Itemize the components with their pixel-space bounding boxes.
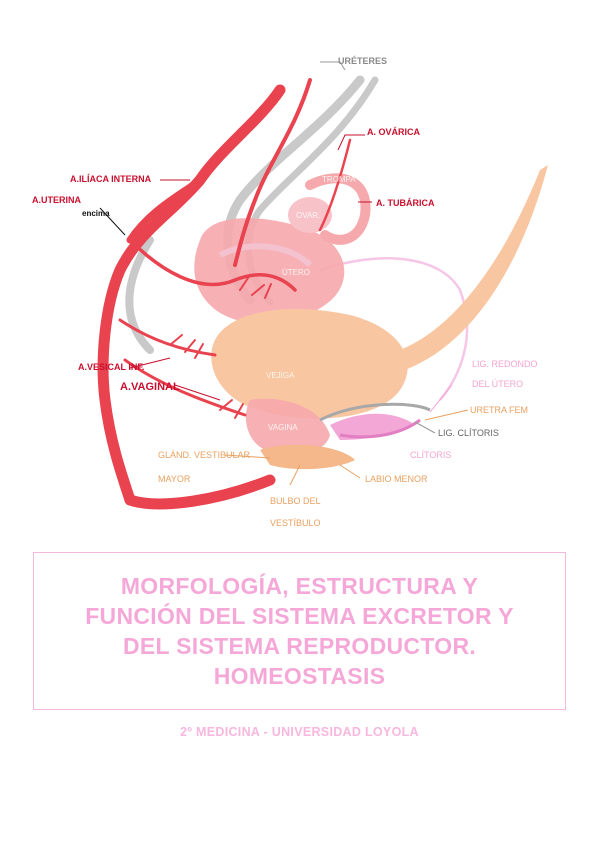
label-ovar: OVAR. (296, 211, 320, 220)
label-vejiga: VEJIGA (266, 371, 295, 380)
subtitle: 2º MEDICINA - UNIVERSIDAD LOYOLA (180, 725, 419, 739)
label-a-ovarica: A. OVÁRICA (367, 127, 421, 137)
label-encima: encima (82, 209, 110, 218)
clitoris-vestibule (319, 402, 431, 440)
arteries (97, 78, 352, 510)
title-line-1: MORFOLOGÍA, ESTRUCTURA Y (120, 573, 479, 599)
title-line-3: DEL SISTEMA REPRODUCTOR. (122, 633, 477, 659)
label-a-iliaca-interna: A.ILÍACA INTERNA (70, 174, 152, 184)
label-labio-menor: LABIO MENOR (365, 474, 428, 484)
anatomy-illustration: URÉTERES A. OVÁRICA A.ILÍACA INTERNA A.U… (32, 56, 548, 528)
label-vagina: VAGINA (268, 423, 298, 432)
uterus (194, 218, 345, 324)
label-trompa: TROMPA (322, 175, 356, 184)
title-line-4: HOMEOSTASIS (213, 663, 386, 689)
label-clitoris: CLÍTORIS (410, 450, 451, 460)
label-mayor: MAYOR (158, 474, 191, 484)
label-vestibulo: VESTÍBULO (270, 518, 321, 528)
label-bulbo-del: BULBO DEL (270, 496, 321, 506)
round-ligament (319, 257, 469, 401)
vagina (245, 398, 330, 455)
label-lig-clitoris: LIG. CLÍTORIS (438, 428, 499, 438)
leader-lines (99, 61, 469, 486)
title-box: MORFOLOGÍA, ESTRUCTURA Y FUNCIÓN DEL SIS… (33, 552, 566, 710)
label-utero: ÚTERO (282, 268, 310, 277)
label-lig-redondo: LIG. REDONDO (472, 359, 538, 369)
bladder (211, 165, 548, 419)
label-a-tubarica: A. TUBÁRICA (376, 198, 435, 208)
ovary-and-tube (288, 173, 371, 245)
label-del-utero: DEL ÚTERO (472, 379, 523, 389)
label-ureteres: URÉTERES (338, 56, 387, 66)
label-a-uterina: A.UTERINA (32, 195, 81, 205)
label-uretra-fem: URETRA FEM (470, 405, 528, 415)
label-gland-vestibular: GLÁND. VESTIBULAR (158, 450, 251, 460)
label-a-vesical-inf: A.VESICAL INF. (78, 362, 144, 372)
title-line-2: FUNCIÓN DEL SISTEMA EXCRETOR Y (85, 603, 514, 629)
label-a-vaginal: A.VAGINAL (120, 381, 180, 393)
vestibular-bulb (260, 444, 355, 470)
